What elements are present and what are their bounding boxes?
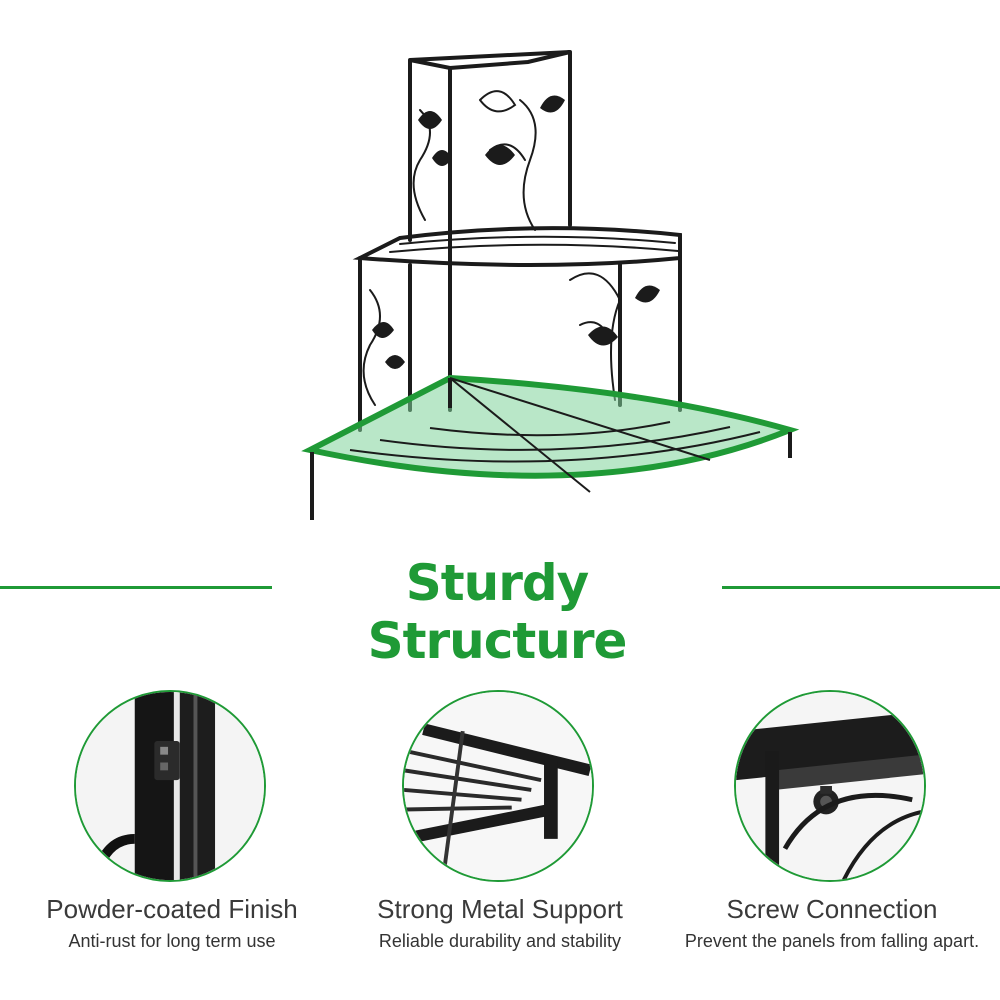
hinge-closeup-icon bbox=[76, 692, 264, 880]
screw-closeup-image bbox=[734, 690, 926, 882]
corner-plant-stand-icon bbox=[301, 50, 800, 520]
feature-powder-coated: Powder-coated Finish Anti-rust for long … bbox=[22, 690, 322, 970]
plant-stand-image bbox=[290, 40, 810, 530]
frame-corner-closeup-image bbox=[402, 690, 594, 882]
feature-subtitle: Prevent the panels from falling apart. bbox=[684, 931, 980, 951]
feature-screw-connection: Screw Connection Prevent the panels from… bbox=[682, 690, 982, 970]
feature-title: Strong Metal Support bbox=[377, 894, 623, 924]
headline-title: Sturdy Structure bbox=[367, 554, 628, 670]
feature-metal-support: Strong Metal Support Reliable durability… bbox=[350, 690, 650, 970]
frame-corner-closeup-icon bbox=[404, 692, 592, 880]
feature-subtitle: Anti-rust for long term use bbox=[68, 931, 276, 951]
screw-closeup-icon bbox=[736, 692, 924, 880]
headline-right-rule bbox=[722, 586, 1000, 589]
feature-title: Powder-coated Finish bbox=[46, 894, 298, 924]
hinge-closeup-image bbox=[74, 690, 266, 882]
headline-row: Sturdy Structure bbox=[0, 548, 1000, 670]
headline-left-rule bbox=[0, 586, 272, 589]
feature-subtitle: Reliable durability and stability bbox=[378, 931, 622, 951]
feature-title: Screw Connection bbox=[726, 894, 938, 924]
